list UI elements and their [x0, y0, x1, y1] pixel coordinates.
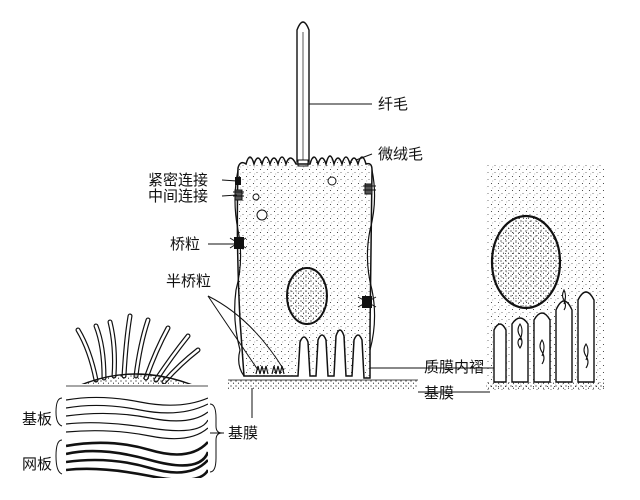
- cell-outline: [236, 155, 373, 379]
- main-epithelial-cell: [229, 21, 377, 379]
- label-tight-junction: 紧密连接: [148, 171, 209, 189]
- label-basement-membrane-right: 基膜: [424, 384, 455, 402]
- label-basement-membrane-left: 基膜: [228, 424, 259, 442]
- desmosome: [229, 237, 247, 249]
- infolding-enlarged-panel: [486, 164, 604, 390]
- label-basal-lamina: 基板: [22, 410, 53, 428]
- label-plasma-membrane-infolding: 质膜内褶: [424, 358, 485, 376]
- nucleus: [286, 267, 328, 325]
- basement-membrane: [228, 379, 418, 389]
- basement-membrane-detail: [66, 313, 208, 478]
- tight-junction: [235, 177, 241, 185]
- label-desmosome: 桥粒: [170, 235, 201, 253]
- leader-lines: [55, 103, 494, 475]
- label-microvilli: 微绒毛: [378, 145, 424, 163]
- label-cilium: 纤毛: [378, 95, 409, 113]
- label-hemidesmosome: 半桥粒: [166, 272, 212, 290]
- label-reticular-lamina: 网板: [22, 455, 53, 473]
- label-intermediate-junction: 中间连接: [148, 187, 209, 205]
